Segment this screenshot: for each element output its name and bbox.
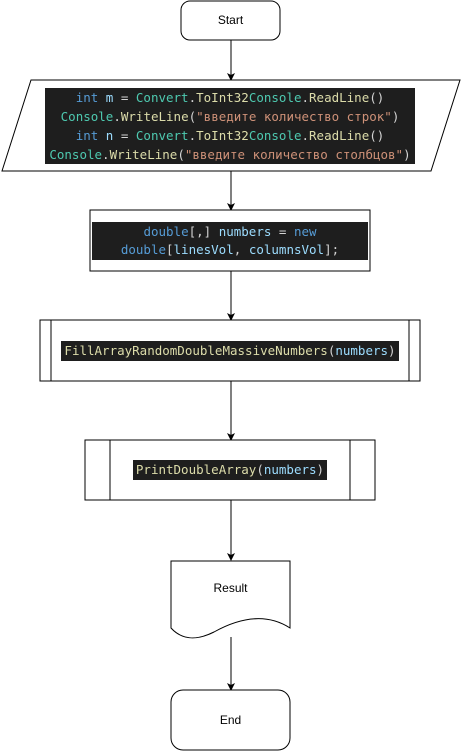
code-token-plain: . <box>102 147 110 162</box>
code-token-plain: ( <box>328 343 336 358</box>
code-token-plain: ]; <box>324 242 339 257</box>
code-token-plain: . <box>302 90 310 105</box>
code-token-keyword: int <box>76 128 99 143</box>
code-token-plain <box>98 90 106 105</box>
result-node-label: Result <box>213 581 248 595</box>
code-token-plain <box>98 128 106 143</box>
code-token-plain: ( <box>189 109 197 124</box>
code-token-type: Console <box>49 147 102 162</box>
code-token-method: ReadLine <box>309 90 369 105</box>
code-token-type: Convert <box>136 90 189 105</box>
declare-code-background <box>92 222 368 260</box>
code-token-plain: ( <box>256 462 264 477</box>
code-token-variable: linesVol <box>174 242 234 257</box>
end-node-shape <box>170 689 291 751</box>
end-node-label: End <box>220 713 241 727</box>
input-code-line-4: Console.WriteLine("введите количество ст… <box>49 147 410 162</box>
fill-code-background <box>61 341 399 361</box>
code-token-variable: m <box>106 90 114 105</box>
code-token-method: WriteLine <box>110 147 178 162</box>
code-token-string: "введите количество строк" <box>196 109 392 124</box>
code-token-variable: columnsVol <box>249 242 324 257</box>
print-code-line-1: PrintDoubleArray(numbers) <box>136 462 324 477</box>
code-token-plain: () <box>369 90 384 105</box>
input-code-line-3: int n = Convert.ToInt32Console.ReadLine(… <box>76 128 385 143</box>
code-token-type: Console <box>61 109 114 124</box>
code-token-keyword: int <box>76 90 99 105</box>
code-token-plain: ) <box>403 147 411 162</box>
code-token-keyword: double <box>143 224 188 239</box>
code-token-plain: . <box>189 90 197 105</box>
fill-array-node[interactable]: FillArrayRandomDoubleMassiveNumbers(numb… <box>39 319 421 382</box>
code-token-type: Convert <box>136 128 189 143</box>
fill-code-line-1: FillArrayRandomDoubleMassiveNumbers(numb… <box>64 343 395 358</box>
code-token-plain: ) <box>317 462 325 477</box>
code-token-keyword: double <box>121 242 166 257</box>
code-token-plain: [ <box>166 242 174 257</box>
code-token-variable: n <box>106 128 114 143</box>
code-token-plain: = <box>113 90 136 105</box>
code-token-variable: numbers <box>264 462 317 477</box>
code-token-plain: . <box>113 109 121 124</box>
code-token-method: PrintDoubleArray <box>136 462 257 477</box>
code-token-plain: ) <box>388 343 396 358</box>
code-token-plain: [,] <box>189 224 219 239</box>
code-token-method: FillArrayRandomDoubleMassiveNumbers <box>64 343 327 358</box>
code-token-method: ToInt32 <box>196 90 249 105</box>
declare-code-line-2: double[linesVol, columnsVol]; <box>121 242 339 257</box>
start-node-shape <box>180 0 281 41</box>
code-token-method: ToInt32 <box>196 128 249 143</box>
result-node-shape <box>170 560 291 639</box>
code-token-plain: ) <box>392 109 400 124</box>
input-code-background <box>45 88 415 164</box>
declare-array-node[interactable]: double[,] numbers = new double[linesVol,… <box>89 209 371 272</box>
end-node[interactable]: End <box>170 689 291 751</box>
code-token-type: Console <box>249 128 302 143</box>
code-token-plain: . <box>302 128 310 143</box>
code-token-variable: numbers <box>335 343 388 358</box>
input-code-line-2: Console.WriteLine("введите количество ст… <box>61 109 400 124</box>
result-node[interactable]: Result <box>170 560 291 639</box>
code-token-plain: () <box>369 128 384 143</box>
declare-code-line-1: double[,] numbers = new <box>143 224 317 239</box>
code-token-plain: ( <box>177 147 185 162</box>
code-token-type: Console <box>249 90 302 105</box>
code-token-plain: . <box>189 128 197 143</box>
input-node[interactable]: int m = Convert.ToInt32Console.ReadLine(… <box>1 79 461 172</box>
code-token-method: ReadLine <box>309 128 369 143</box>
code-token-method: WriteLine <box>121 109 189 124</box>
code-token-plain: = <box>113 128 136 143</box>
start-node[interactable]: Start <box>180 0 281 41</box>
input-code-line-1: int m = Convert.ToInt32Console.ReadLine(… <box>76 90 385 105</box>
code-token-plain: , <box>234 242 249 257</box>
start-node-label: Start <box>218 13 244 27</box>
code-token-keyword: new <box>294 224 317 239</box>
code-token-variable: numbers <box>219 224 272 239</box>
print-array-node[interactable]: PrintDoubleArray(numbers) <box>84 439 376 501</box>
code-token-plain: = <box>271 224 294 239</box>
print-code-background <box>133 460 327 480</box>
code-token-string: "введите количество столбцов" <box>185 147 403 162</box>
